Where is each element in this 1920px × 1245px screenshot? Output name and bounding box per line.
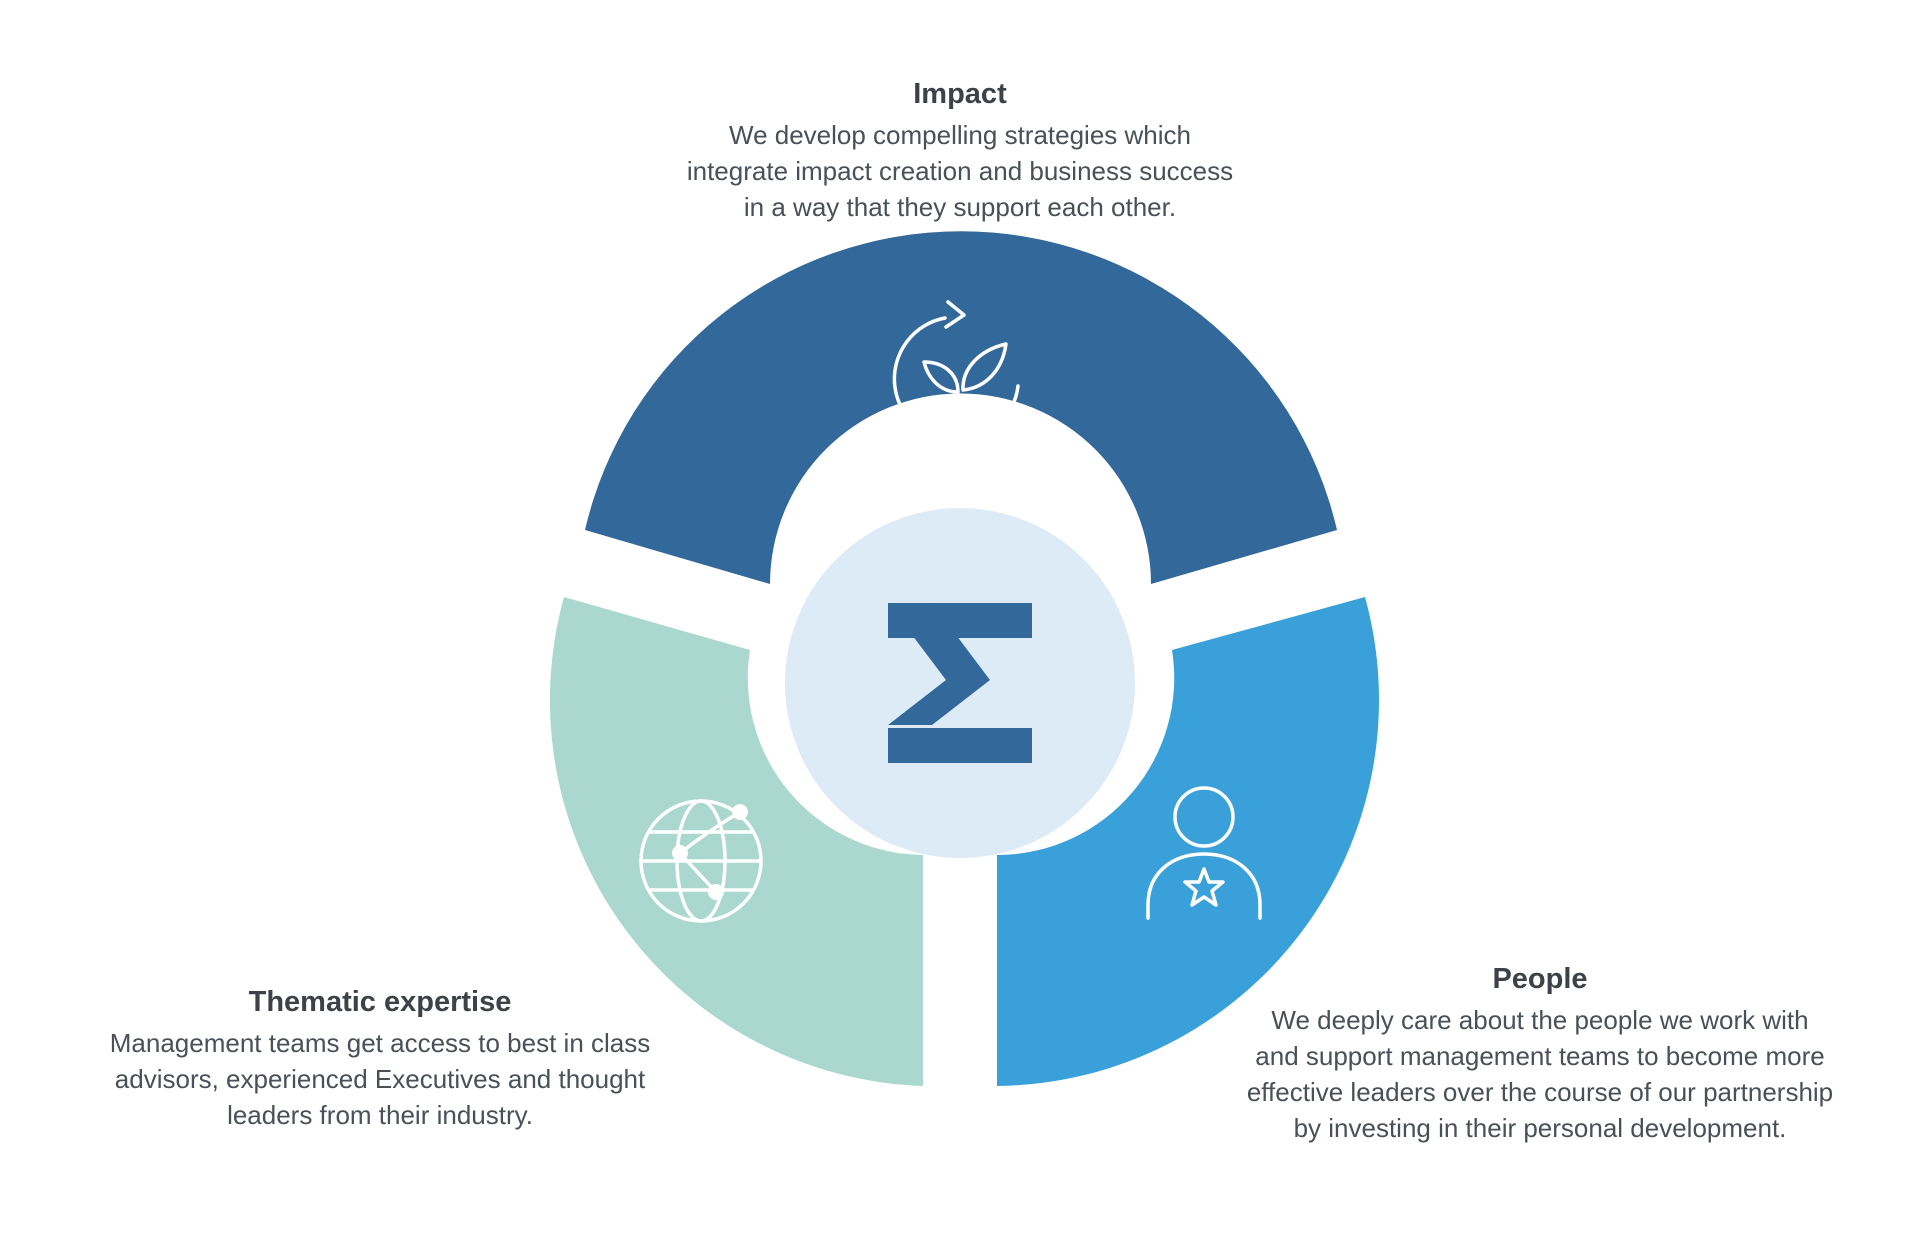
people-line-2: and support management teams to become m… <box>1255 1041 1825 1071</box>
impact-segment <box>585 231 1337 584</box>
thematic-line-1: Management teams get access to best in c… <box>109 1028 651 1058</box>
impact-title: Impact <box>913 78 1007 110</box>
thematic-text-block: Thematic expertise Management teams get … <box>80 983 680 1133</box>
globe-node-dots <box>672 804 748 900</box>
people-line-4: by investing in their personal developme… <box>1293 1113 1787 1143</box>
people-text-block: People We deeply care about the people w… <box>1215 960 1865 1146</box>
thematic-line-3: leaders from their industry. <box>227 1100 533 1130</box>
sigma-logo-icon <box>888 603 1032 763</box>
person-star-icon <box>1146 786 1262 920</box>
impact-line-3: in a way that they support each other. <box>743 192 1177 222</box>
thematic-expertise-segment <box>549 597 923 1086</box>
people-line-1: We deeply care about the people we work … <box>1271 1005 1809 1035</box>
impact-text-block: Impact We develop compelling strategies … <box>640 75 1280 225</box>
people-title: People <box>1492 963 1588 995</box>
impact-line-2: integrate impact creation and business s… <box>686 156 1234 186</box>
thematic-title: Thematic expertise <box>248 986 512 1018</box>
thematic-line-2: advisors, experienced Executives and tho… <box>114 1064 646 1094</box>
people-line-3: effective leaders over the course of our… <box>1246 1077 1834 1107</box>
plant-cycle-icon <box>892 300 1020 443</box>
impact-line-1: We develop compelling strategies which <box>729 120 1191 150</box>
